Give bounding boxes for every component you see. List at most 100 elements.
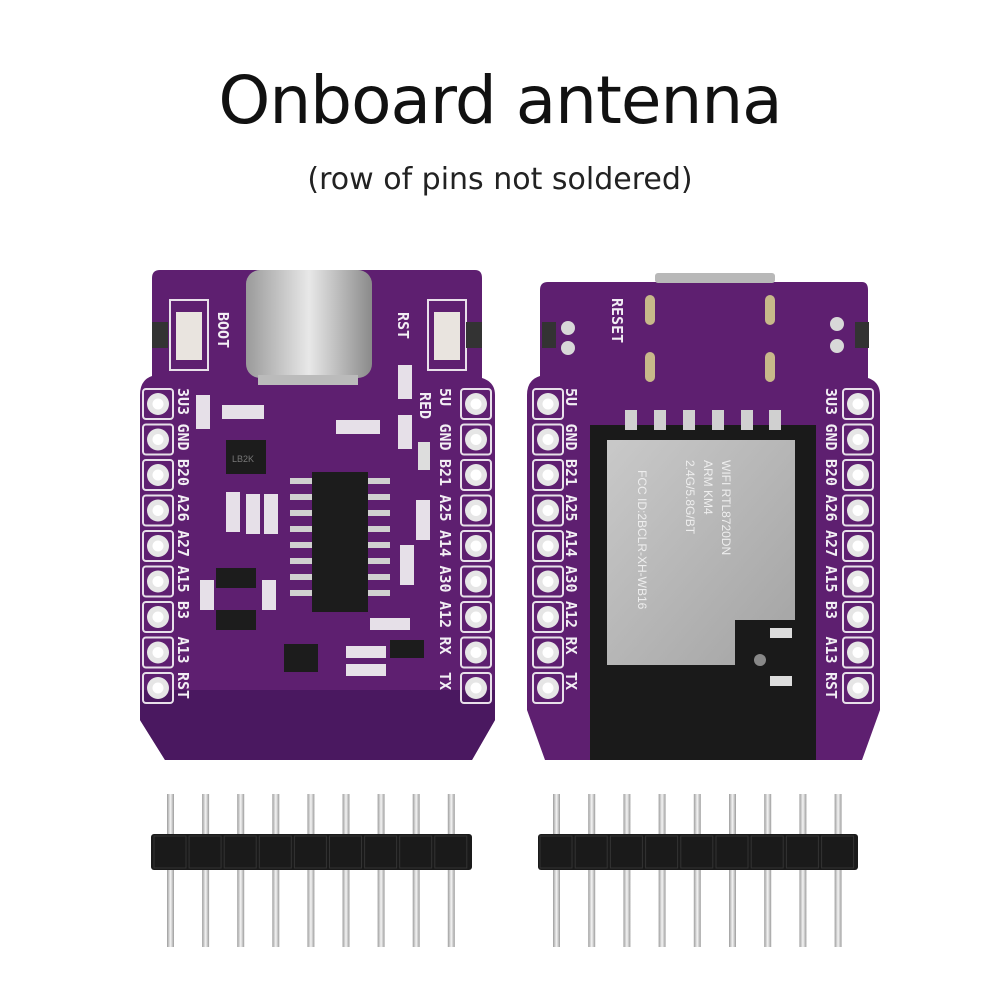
through-hole xyxy=(852,469,864,481)
through-hole xyxy=(852,682,864,694)
pin-label: 5U xyxy=(436,388,454,406)
pin-pad-outline xyxy=(532,601,564,633)
through-hole xyxy=(152,505,164,516)
header-segment xyxy=(153,835,187,869)
header-pin xyxy=(377,794,385,947)
header-plastic-body xyxy=(538,834,858,870)
pin-label: A14 xyxy=(562,530,580,557)
header-segment xyxy=(364,835,398,869)
pin-pad-outline xyxy=(842,423,874,456)
pin-pad-outline xyxy=(460,636,492,669)
header-segment xyxy=(258,835,292,869)
through-hole xyxy=(152,576,164,587)
through-hole xyxy=(470,576,482,587)
through-hole xyxy=(852,540,864,552)
through-hole xyxy=(152,469,164,481)
pin-pad-outline xyxy=(532,636,564,669)
pin-pad-outline xyxy=(460,565,492,598)
through-hole xyxy=(852,505,864,516)
through-hole xyxy=(470,469,482,481)
header-pin xyxy=(834,794,842,947)
through-hole xyxy=(470,540,482,552)
pin-header-left xyxy=(151,794,472,947)
pin-pad-outline xyxy=(142,494,174,527)
pin-label: TX xyxy=(562,672,580,690)
pin-pad-outline xyxy=(460,530,492,562)
pin-label: A25 xyxy=(562,495,580,522)
pin-label: A13 xyxy=(174,637,192,664)
pin-label: A12 xyxy=(436,601,454,628)
pin-pad-outline xyxy=(842,459,874,491)
pin-label: B21 xyxy=(562,459,580,486)
usb-c-connector xyxy=(246,270,372,378)
rf-shield xyxy=(607,440,795,665)
through-hole xyxy=(470,611,482,623)
led-label: RED xyxy=(416,392,434,419)
header-pin xyxy=(658,794,666,947)
through-hole xyxy=(542,540,554,552)
through-hole xyxy=(470,505,482,516)
usb-serial-chip xyxy=(312,472,368,612)
pin-pad-outline xyxy=(142,636,174,669)
reset-label: RESET xyxy=(608,298,626,343)
header-pin xyxy=(412,794,420,947)
pin-pad-outline xyxy=(532,672,564,704)
header-pin xyxy=(799,794,807,947)
through-hole xyxy=(852,434,864,445)
header-segment xyxy=(645,835,679,869)
pin-pad-outline xyxy=(142,388,174,420)
through-hole xyxy=(152,398,164,410)
through-hole xyxy=(542,434,554,445)
header-segment xyxy=(188,835,222,869)
header-pin xyxy=(553,794,560,947)
pin-label: RST xyxy=(174,672,192,699)
header-pin xyxy=(729,794,736,947)
header-pin xyxy=(237,794,245,947)
page-title: Onboard antenna xyxy=(218,62,782,139)
pin-label: GND xyxy=(822,424,840,451)
boot-label: BOOT xyxy=(214,312,232,348)
through-hole xyxy=(152,647,164,658)
header-pin xyxy=(588,794,596,947)
through-hole xyxy=(470,682,482,694)
header-segment xyxy=(574,835,608,869)
front-board: BOOT RST RED LB2K xyxy=(140,270,495,760)
pin-pad-outline xyxy=(142,601,174,633)
pin-pad-outline xyxy=(842,601,874,633)
header-segment xyxy=(329,835,362,869)
pin-pad-outline xyxy=(532,388,564,420)
pin-pad-outline xyxy=(460,672,492,704)
pin-label: A26 xyxy=(822,495,840,522)
through-hole xyxy=(852,647,864,658)
through-hole xyxy=(852,576,864,587)
through-hole xyxy=(542,576,554,587)
pin-label: B3 xyxy=(174,601,192,619)
pin-label: B20 xyxy=(822,459,840,486)
pin-pad-outline xyxy=(842,636,874,669)
header-pin xyxy=(202,794,210,947)
through-hole xyxy=(852,611,864,623)
page-subtitle: (row of pins not soldered) xyxy=(307,162,693,197)
header-pin xyxy=(693,794,701,947)
pin-pad-outline xyxy=(842,530,874,562)
through-hole xyxy=(542,682,554,694)
pin-label: A27 xyxy=(822,530,840,557)
pin-label: A15 xyxy=(822,566,840,593)
header-pin xyxy=(167,794,174,947)
pin-label: GND xyxy=(562,424,580,451)
pin-label: 3U3 xyxy=(174,388,192,415)
pin-pad-outline xyxy=(842,565,874,598)
through-hole xyxy=(152,434,164,445)
through-hole xyxy=(152,611,164,623)
pin-label: TX xyxy=(436,672,454,690)
header-segment xyxy=(293,835,327,869)
pin-label: A14 xyxy=(436,530,454,557)
pin-label: A25 xyxy=(436,495,454,522)
pin-label: A15 xyxy=(174,566,192,593)
through-hole xyxy=(542,611,554,623)
pin-pad-outline xyxy=(532,494,564,527)
through-hole xyxy=(470,398,482,410)
